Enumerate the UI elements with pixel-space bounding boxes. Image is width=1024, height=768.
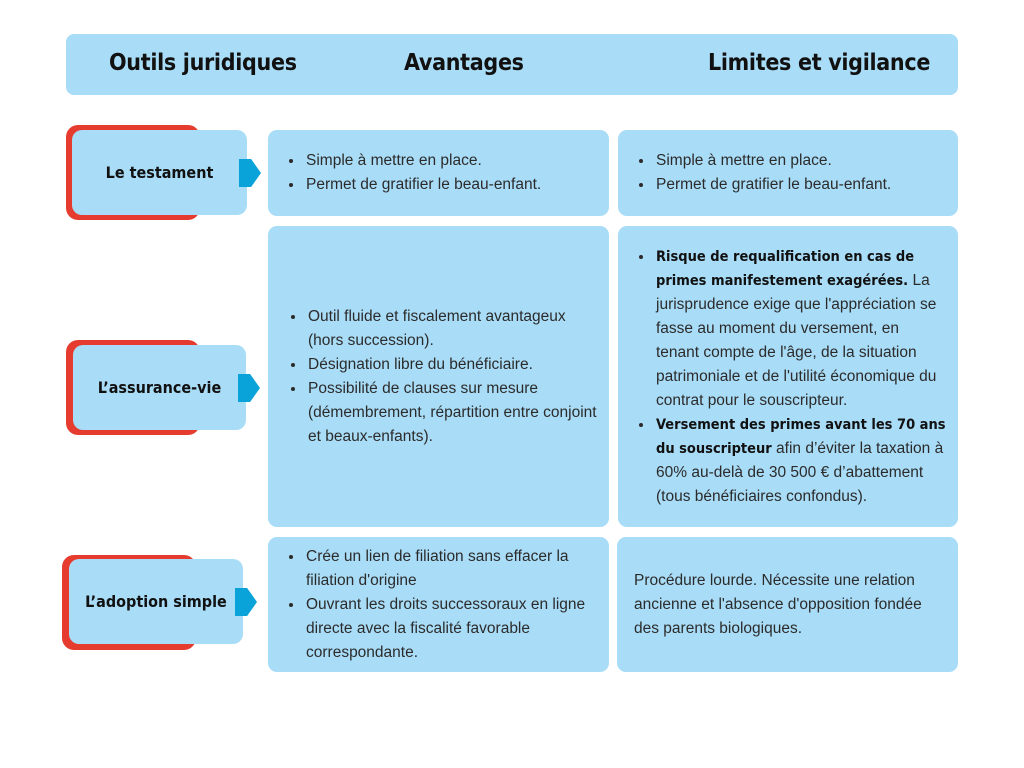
list-item: Ouvrant les droits successoraux en ligne… [289, 593, 597, 665]
limits-list: Risque de requalification en cas de prim… [618, 245, 958, 509]
list-item: Outil fluide et fiscalement avantageux (… [291, 305, 597, 353]
advantages-list: Simple à mettre en place. Permet de grat… [268, 149, 541, 197]
arrow-right-icon [238, 374, 260, 402]
header-band: Outils juridiques Avantages Limites et v… [66, 34, 958, 95]
arrow-right-icon [239, 159, 261, 187]
list-item: Risque de requalification en cas de prim… [639, 245, 946, 413]
list-item: Permet de gratifier le beau-enfant. [638, 173, 891, 197]
list-item: Désignation libre du bénéficiaire. [291, 353, 597, 377]
limits-text: Procédure lourde. Nécessite une relation… [634, 571, 922, 637]
limits-list: Simple à mettre en place. Permet de grat… [618, 149, 891, 197]
limit-detail: La jurisprudence exige que l'appréciatio… [656, 271, 937, 409]
header-advantages: Avantages [404, 50, 524, 76]
arrow-right-icon [235, 588, 257, 616]
limit-emphasis: Risque de requalification en cas de prim… [656, 248, 915, 289]
list-item: Versement des primes avant les 70 ans du… [639, 413, 946, 509]
cell-adoption-advantages: Crée un lien de filiation sans effacer l… [268, 537, 609, 672]
cell-assurance-vie-advantages: Outil fluide et fiscalement avantageux (… [268, 226, 609, 527]
list-item: Permet de gratifier le beau-enfant. [288, 173, 541, 197]
list-item: Simple à mettre en place. [288, 149, 541, 173]
cell-testament-limits: Simple à mettre en place. Permet de grat… [618, 130, 958, 216]
list-item: Simple à mettre en place. [638, 149, 891, 173]
cell-assurance-vie-limits: Risque de requalification en cas de prim… [618, 226, 958, 527]
tool-label: Le testament [72, 130, 247, 215]
tool-label: L’adoption simple [69, 559, 243, 644]
cell-testament-advantages: Simple à mettre en place. Permet de grat… [268, 130, 609, 216]
list-item: Crée un lien de filiation sans effacer l… [289, 545, 597, 593]
limit-emphasis: Versement des primes avant les 70 ans du… [656, 416, 946, 457]
list-item: Possibilité de clauses sur mesure (démem… [291, 377, 597, 449]
limit-detail: afin d’éviter la taxation à 60% au-delà … [656, 439, 944, 505]
header-limits: Limites et vigilance [708, 50, 931, 76]
tool-label: L’assurance-vie [73, 345, 246, 430]
advantages-list: Outil fluide et fiscalement avantageux (… [268, 305, 609, 449]
header-tools: Outils juridiques [109, 50, 297, 76]
advantages-list: Crée un lien de filiation sans effacer l… [268, 545, 609, 665]
cell-adoption-limits: Procédure lourde. Nécessite une relation… [617, 537, 958, 672]
